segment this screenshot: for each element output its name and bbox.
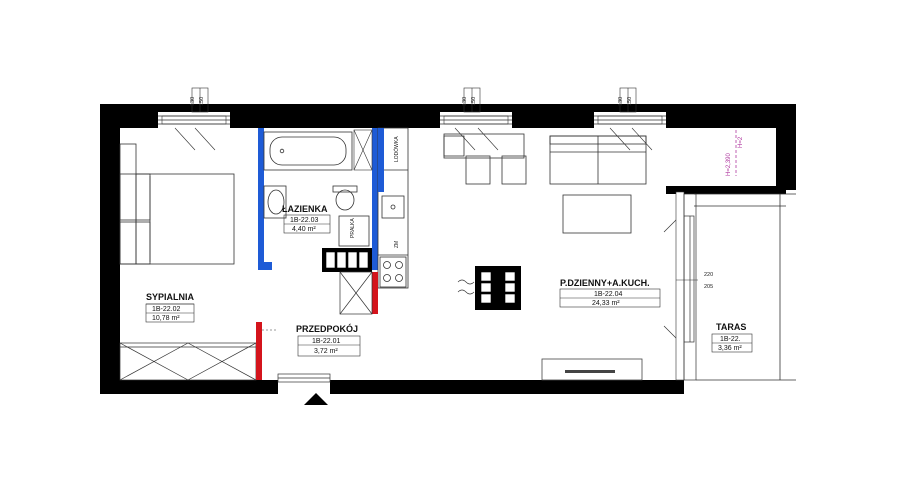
- shower-box: [353, 129, 373, 171]
- label-sypialnia: SYPIALNIA 1B-22.02 10,78 m²: [145, 292, 195, 323]
- window-3-dim-a: 130: [618, 97, 624, 106]
- room-name-taras: TARAS: [716, 322, 746, 332]
- room-code-lazienka: 1B-22.03: [290, 217, 319, 224]
- entrance-door: [277, 373, 331, 383]
- room-area-lazienka: 4,40 m²: [292, 226, 316, 233]
- label-dzienny: P.DZIENNY+A.KUCH. 1B-22.04 24,33 m²: [559, 278, 661, 308]
- height-mark: H=2,390: [726, 152, 732, 176]
- red-partition-bedroom: [256, 322, 262, 380]
- label-lazienka: ŁAZIENKA 1B-22.03 4,40 m²: [282, 204, 331, 234]
- red-partition-kitchen: [372, 272, 378, 314]
- room-name-przedpokoj: PRZEDPOKÓJ: [296, 323, 358, 334]
- bathroom-wall-left: [258, 128, 264, 270]
- room-code-taras: 1B-22.: [720, 336, 741, 343]
- room-code-sypialnia: 1B-22.02: [152, 306, 181, 313]
- toilet: [332, 185, 358, 211]
- window-2-dim-a: 130: [462, 97, 468, 106]
- bathroom-wall-stub: [258, 262, 272, 270]
- room-area-sypialnia: 10,78 m²: [152, 315, 180, 322]
- lodowka-label: LODÓWKA: [393, 136, 400, 162]
- label-taras: TARAS 1B-22. 3,36 m²: [711, 322, 753, 353]
- window-1-dim-a: 130: [190, 97, 196, 106]
- kitchen-sink: [381, 195, 405, 219]
- dining-set: [443, 133, 527, 185]
- radiator: [541, 358, 643, 381]
- terrace-rail: [683, 193, 697, 381]
- room-area-dzienny: 24,33 m²: [592, 300, 620, 307]
- wardrobe: [119, 342, 257, 381]
- bathtub: [263, 131, 353, 171]
- terrace-wall: [675, 191, 685, 381]
- window-3: [594, 87, 666, 151]
- bathroom-wall-right: [372, 128, 378, 270]
- exterior-walls: [100, 104, 796, 394]
- room-area-taras: 3,36 m²: [718, 345, 742, 352]
- terrace-outline: [694, 193, 796, 381]
- room-name-dzienny: P.DZIENNY+A.KUCH.: [560, 278, 650, 288]
- coffee-table: [562, 194, 632, 234]
- cooktop: [379, 256, 407, 288]
- entrance-arrow-icon: [304, 393, 328, 405]
- sofa: [549, 135, 647, 185]
- window-2: [440, 87, 512, 151]
- zm-label: ZM: [394, 241, 400, 248]
- shaft-ducts: [325, 251, 369, 269]
- window-1: [158, 87, 230, 151]
- window-2-dim-b: 150: [471, 97, 477, 106]
- vent-arrows: [457, 279, 475, 295]
- room-code-dzienny: 1B-22.04: [594, 291, 623, 298]
- door-dim-b: 205: [704, 284, 713, 290]
- label-przedpokoj: PRZEDPOKÓJ 1B-22.01 3,72 m²: [296, 323, 361, 357]
- door-dim-a: 220: [704, 272, 713, 278]
- bed: [119, 143, 235, 265]
- height-mark-short: H=2: [738, 136, 744, 148]
- window-3-dim-b: 150: [627, 97, 633, 106]
- pralka-label: PRALKA: [350, 218, 356, 238]
- room-name-sypialnia: SYPIALNIA: [146, 292, 195, 302]
- storage-cupboard: [339, 271, 373, 315]
- room-area-przedpokoj: 3,72 m²: [314, 348, 338, 355]
- room-name-lazienka: ŁAZIENKA: [282, 204, 328, 214]
- kitchen-blue-strip: [378, 128, 384, 192]
- room-code-przedpokoj: 1B-22.01: [312, 338, 341, 345]
- window-1-dim-b: 150: [199, 97, 205, 106]
- washbasin: [263, 185, 287, 219]
- vent-ducts: [480, 271, 516, 304]
- washing-machine: [338, 215, 370, 247]
- radiator-bar: [565, 370, 615, 373]
